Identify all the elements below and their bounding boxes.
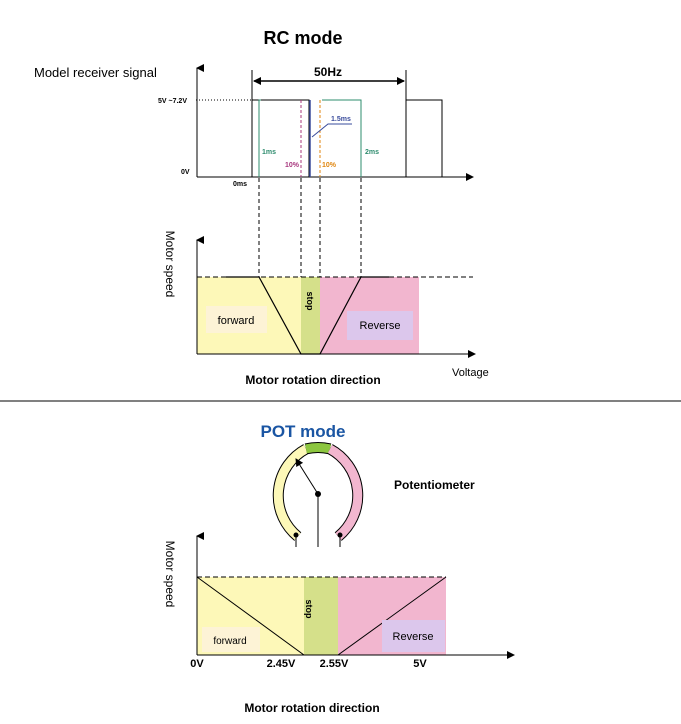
rc-reverse-label: Reverse bbox=[360, 320, 401, 332]
frequency-label: 50Hz bbox=[314, 65, 342, 79]
rc-stop-zone bbox=[301, 277, 320, 354]
pot-speed-axis-label: Motor speed bbox=[163, 541, 177, 608]
potentiometer-label: Potentiometer bbox=[394, 478, 475, 492]
pot-reverse-label-bg bbox=[382, 620, 445, 652]
pulse-min-label: 1ms bbox=[262, 149, 276, 156]
pot-reverse-label: Reverse bbox=[393, 631, 434, 643]
pot-speed-axes bbox=[196, 532, 515, 659]
pulse-max-label: 2ms bbox=[365, 149, 379, 156]
deadband-right-label: 10% bbox=[322, 162, 337, 169]
rc-footer-label: Motor rotation direction bbox=[245, 373, 380, 387]
pot-title: POT mode bbox=[260, 422, 345, 441]
pwm-waveform bbox=[197, 99, 443, 178]
rc-x-axis-label: Voltage bbox=[452, 367, 489, 379]
tick-245v: 2.45V bbox=[267, 658, 296, 670]
pulse-min-outline bbox=[258, 99, 261, 177]
rc-stop-label: stop bbox=[305, 292, 315, 312]
period-marker bbox=[251, 70, 407, 100]
tick-255v: 2.55V bbox=[320, 658, 349, 670]
pot-forward-label: forward bbox=[213, 636, 246, 647]
signal-label: Model receiver signal bbox=[34, 65, 157, 80]
rc-forward-label-bg bbox=[206, 306, 267, 333]
rc-title: RC mode bbox=[263, 28, 342, 48]
pot-forward-label-bg bbox=[202, 627, 260, 652]
rc-speed-axes bbox=[196, 236, 476, 358]
pot-stop-label: stop bbox=[304, 600, 314, 620]
projection-lines bbox=[258, 178, 362, 277]
rc-reverse-label-bg bbox=[347, 311, 413, 340]
pulse-max-outline bbox=[322, 99, 362, 177]
rc-forward-label: forward bbox=[218, 315, 255, 327]
tick-0v: 0V bbox=[190, 658, 204, 670]
potentiometer-dial bbox=[272, 442, 364, 547]
tick-5v: 5V bbox=[413, 658, 427, 670]
deadband-left-label: 10% bbox=[285, 162, 300, 169]
voltage-low-label: 0V bbox=[181, 169, 190, 176]
voltage-high-label: 5V ~7.2V bbox=[158, 98, 187, 105]
pulse-mid-label: 1.5ms bbox=[331, 116, 351, 123]
pot-stop-zone bbox=[304, 577, 338, 655]
pot-footer-label: Motor rotation direction bbox=[244, 701, 379, 715]
rc-speed-axis-label: Motor speed bbox=[163, 231, 177, 298]
time-zero-label: 0ms bbox=[233, 181, 247, 188]
pulse-mid-leader bbox=[311, 123, 352, 138]
